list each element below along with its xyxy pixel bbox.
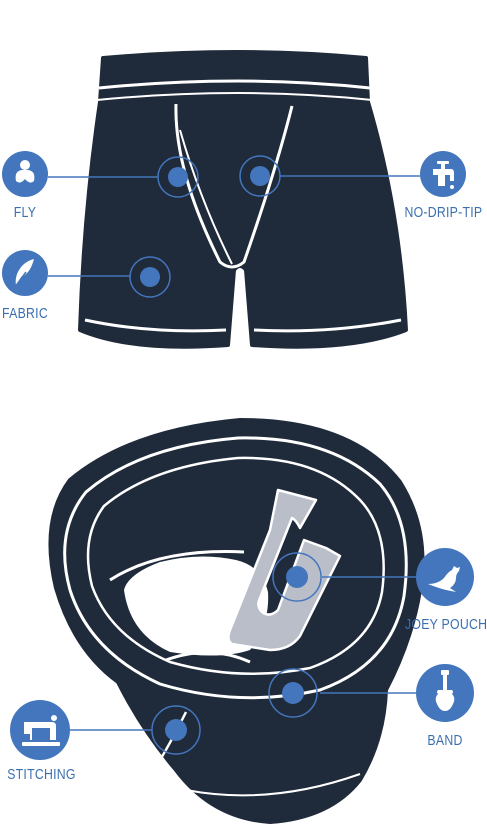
hotspot-joey-pouch[interactable] [272,552,322,602]
kangaroo-icon[interactable] [416,548,474,606]
fly-icon[interactable] [2,151,48,197]
hotspot-fly[interactable] [157,156,199,198]
guitar-icon[interactable] [416,664,474,722]
hotspot-stitching[interactable] [151,705,201,755]
faucet-icon[interactable] [420,151,466,197]
boxer-front-view [78,50,408,349]
joey-pouch-label: JOEY POUCH [405,616,487,633]
feather-icon[interactable] [2,250,48,296]
fly-label: FLY [13,204,37,221]
sewing-machine-icon[interactable] [10,700,70,760]
stitching-label: STITCHING [7,766,76,783]
band-label: BAND [427,732,463,749]
hotspot-fabric[interactable] [129,256,171,298]
fabric-label: FABRIC [2,305,48,322]
boxer-inside-view [48,417,425,825]
hotspot-band[interactable] [268,668,318,718]
connector-lines [48,175,420,731]
no-drip-tip-label: NO-DRIP-TIP [404,204,483,221]
hotspot-no-drip-tip[interactable] [239,155,281,197]
